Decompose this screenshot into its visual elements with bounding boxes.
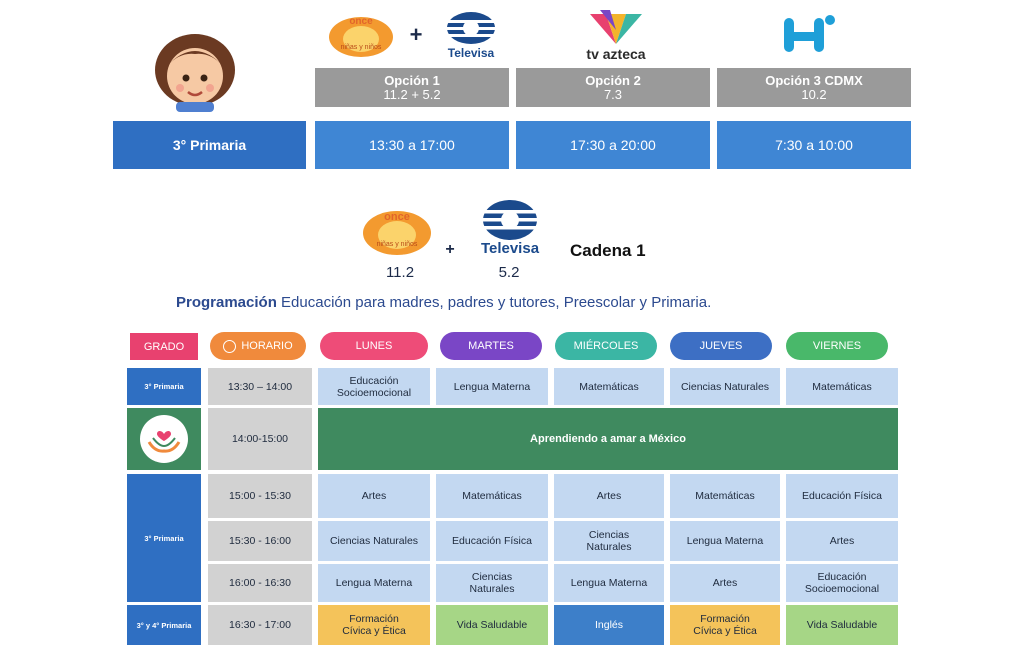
tvazteca-text: tv azteca <box>586 46 646 62</box>
schedule-cell: Inglés <box>554 605 664 645</box>
schedule-cell: Educación Socioemocional <box>318 368 430 405</box>
channel-11-2: 11.2 <box>385 263 415 281</box>
option-1-time: 13:30 a 17:00 <box>315 121 509 169</box>
once-logo: once niñas y niños <box>326 12 396 60</box>
cadena-label: Cadena 1 <box>570 241 646 260</box>
schedule-cell: Vida Saludable <box>436 605 548 645</box>
option-3-title: Opción 3 CDMX <box>765 72 863 88</box>
option-1-title: Opción 1 <box>384 72 440 88</box>
top-grade-cell: 3° Primaria <box>113 121 306 169</box>
horario-header: HORARIO <box>210 332 306 360</box>
schedule-cell: Vida Saludable <box>786 605 898 645</box>
televisa-text: Televisa <box>447 46 495 60</box>
option-1-channels: 11.2 + 5.2 <box>383 86 441 102</box>
schedule-cell: Artes <box>670 564 780 602</box>
hands-heart-icon <box>140 415 188 463</box>
schedule-cell: Artes <box>786 521 898 561</box>
grade-cell-row4: 3° y 4° Primaria <box>127 605 201 645</box>
header-viernes: VIERNES <box>786 332 888 360</box>
option-2-header: Opción 2 7.3 <box>516 68 710 107</box>
option-3-time: 7:30 a 10:00 <box>717 121 911 169</box>
schedule-cell: Ciencias Naturales <box>436 564 548 602</box>
televisa-logo: Televisa <box>438 10 504 62</box>
schedule-cell: Artes <box>318 474 430 518</box>
schedule-cell: Matemáticas <box>670 474 780 518</box>
schedule-cell: Lengua Materna <box>670 521 780 561</box>
programacion-description: Educación para madres, padres y tutores,… <box>276 294 712 311</box>
schedule-cell: Ciencias Naturales <box>554 521 664 561</box>
option-2-channels: 7.3 <box>603 86 623 102</box>
once-sub-text: niñas y niños <box>340 44 382 51</box>
option-2-time: 17:30 a 20:00 <box>516 121 710 169</box>
schedule-cell: Matemáticas <box>436 474 548 518</box>
option-2-title: Opción 2 <box>585 72 641 88</box>
clock-icon <box>223 339 237 353</box>
schedule-cell: Ciencias Naturales <box>670 368 780 405</box>
schedule-cell: Educación Física <box>436 521 548 561</box>
grado-header: GRADO <box>130 333 198 360</box>
header-martes: MARTES <box>440 332 542 360</box>
schedule-cell: Lengua Materna <box>554 564 664 602</box>
schedule-cell: Artes <box>554 474 664 518</box>
girl-avatar <box>150 30 240 112</box>
header-jueves: JUEVES <box>670 332 772 360</box>
televisa-text-middle: Televisa <box>480 240 540 257</box>
schedule-cell: Formación Cívica y Ética <box>318 605 430 645</box>
schedule-cell: Lengua Materna <box>436 368 548 405</box>
once-sub-text-middle: niñas y niños <box>376 241 418 248</box>
schedule-cell: Matemáticas <box>554 368 664 405</box>
time-cell: 14:00-15:00 <box>208 408 312 470</box>
channel-5-2: 5.2 <box>498 263 520 281</box>
header-miercoles: MIÉRCOLES <box>555 332 657 360</box>
schedule-cell: Educación Física <box>786 474 898 518</box>
grade-cell-row3: 3° Primaria <box>127 474 201 602</box>
once-brand-text: once <box>349 16 373 27</box>
schedule-cell: Ciencias Naturales <box>318 521 430 561</box>
header-lunes: LUNES <box>320 332 428 360</box>
schedule-cell: Educación Socioemocional <box>786 564 898 602</box>
once-logo-middle: once niñas y niños <box>360 206 434 258</box>
h-channel-logo <box>780 12 840 56</box>
time-cell: 15:00 - 15:30 <box>208 474 312 518</box>
option-1-header: Opción 1 11.2 + 5.2 <box>315 68 509 107</box>
middle-plus-sign: + <box>445 241 455 258</box>
horario-label: HORARIO <box>241 340 293 352</box>
plus-sign: + <box>409 22 423 47</box>
option-3-channels: 10.2 <box>801 86 827 102</box>
time-cell: 16:00 - 16:30 <box>208 564 312 602</box>
aprendiendo-banner: Aprendiendo a amar a México <box>318 408 898 470</box>
grade-cell-row1: 3° Primaria <box>127 368 201 405</box>
schedule-cell: Matemáticas <box>786 368 898 405</box>
once-brand-text-middle: once <box>384 211 410 223</box>
time-cell: 15:30 - 16:00 <box>208 521 312 561</box>
televisa-logo-middle: Televisa <box>470 198 550 262</box>
time-cell: 16:30 - 17:00 <box>208 605 312 645</box>
programacion-bold: Programación <box>176 294 277 311</box>
time-cell: 13:30 – 14:00 <box>208 368 312 405</box>
tvazteca-logo: tv azteca <box>578 10 654 64</box>
grade-cell-icon <box>127 408 201 470</box>
option-3-header: Opción 3 CDMX 10.2 <box>717 68 911 107</box>
schedule-cell: Lengua Materna <box>318 564 430 602</box>
schedule-cell: Formación Cívica y Ética <box>670 605 780 645</box>
programacion-text: Programación Educación para madres, padr… <box>176 294 876 311</box>
